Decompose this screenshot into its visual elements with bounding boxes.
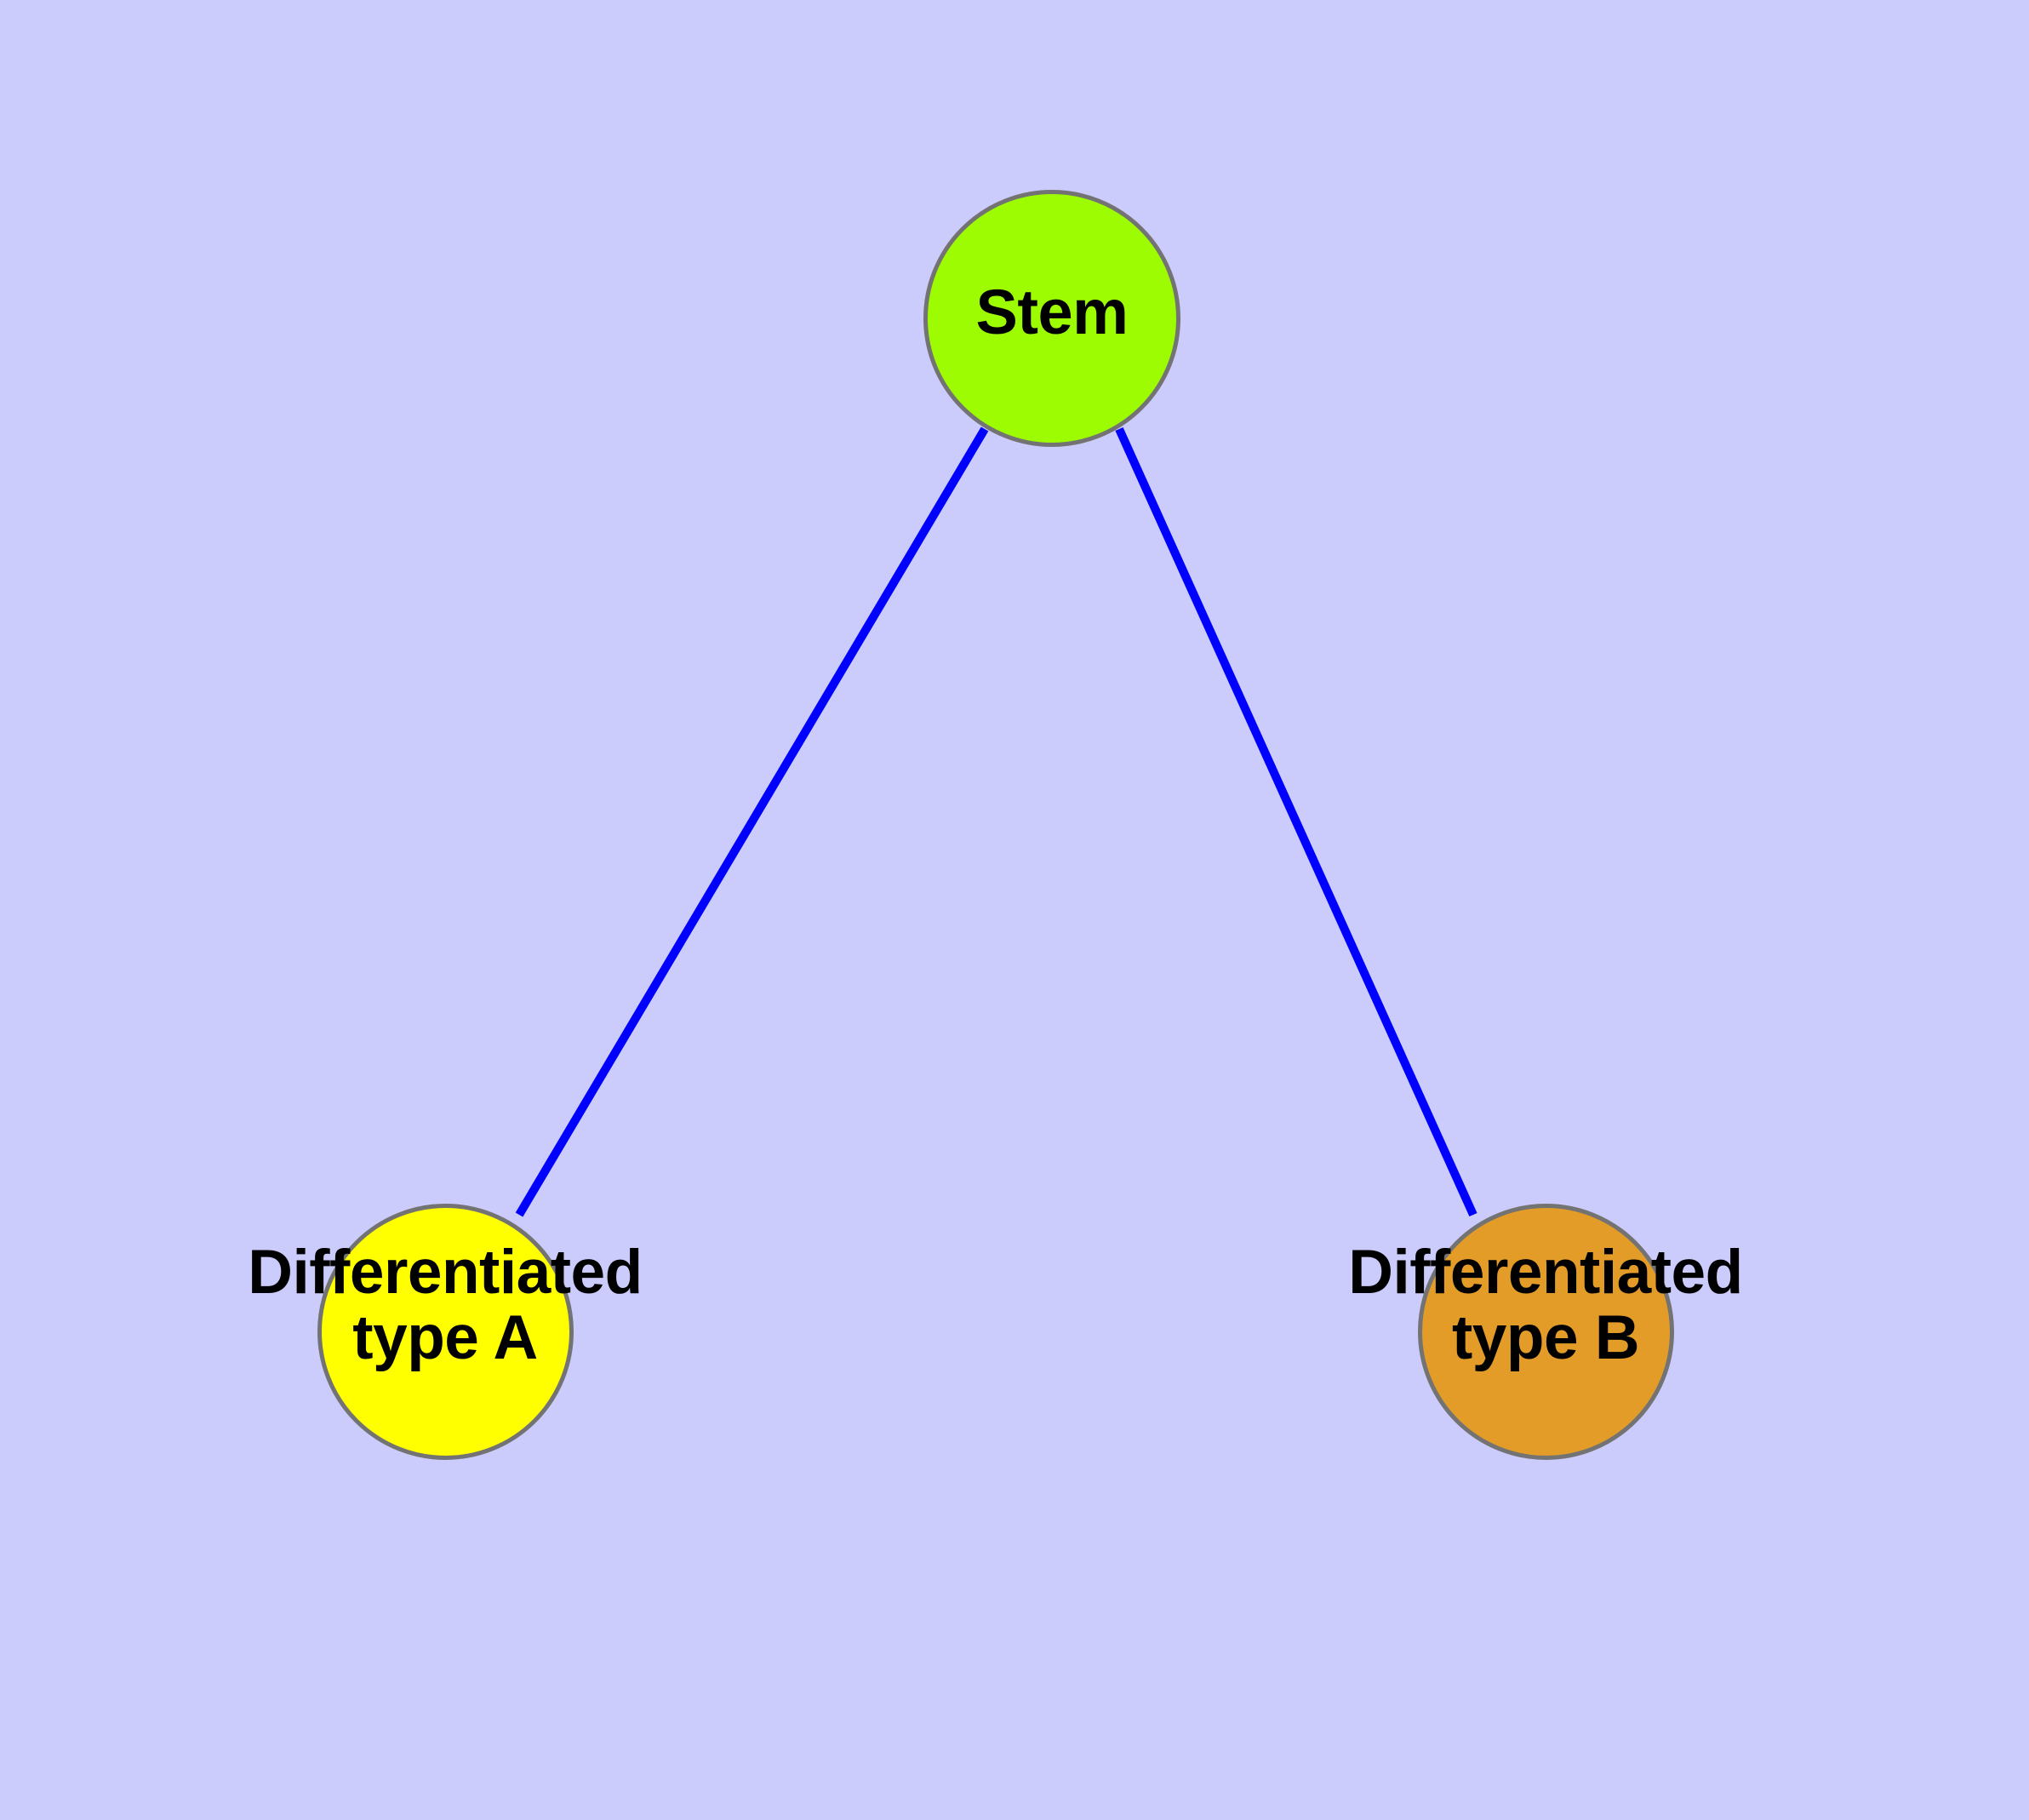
node-differentiated-type-a[interactable] — [317, 1204, 574, 1460]
node-label-differentiated-type-b: Differentiated type B — [1348, 1238, 1743, 1372]
edge-stem-to-differentiated-type-a[interactable] — [515, 426, 989, 1217]
edge-stem-to-differentiated-type-b[interactable] — [1115, 426, 1477, 1217]
node-label-stem: Stem — [975, 277, 1129, 347]
node-stem[interactable] — [923, 190, 1180, 447]
node-differentiated-type-b[interactable] — [1418, 1204, 1674, 1460]
node-label-differentiated-type-a: Differentiated type A — [248, 1238, 643, 1372]
